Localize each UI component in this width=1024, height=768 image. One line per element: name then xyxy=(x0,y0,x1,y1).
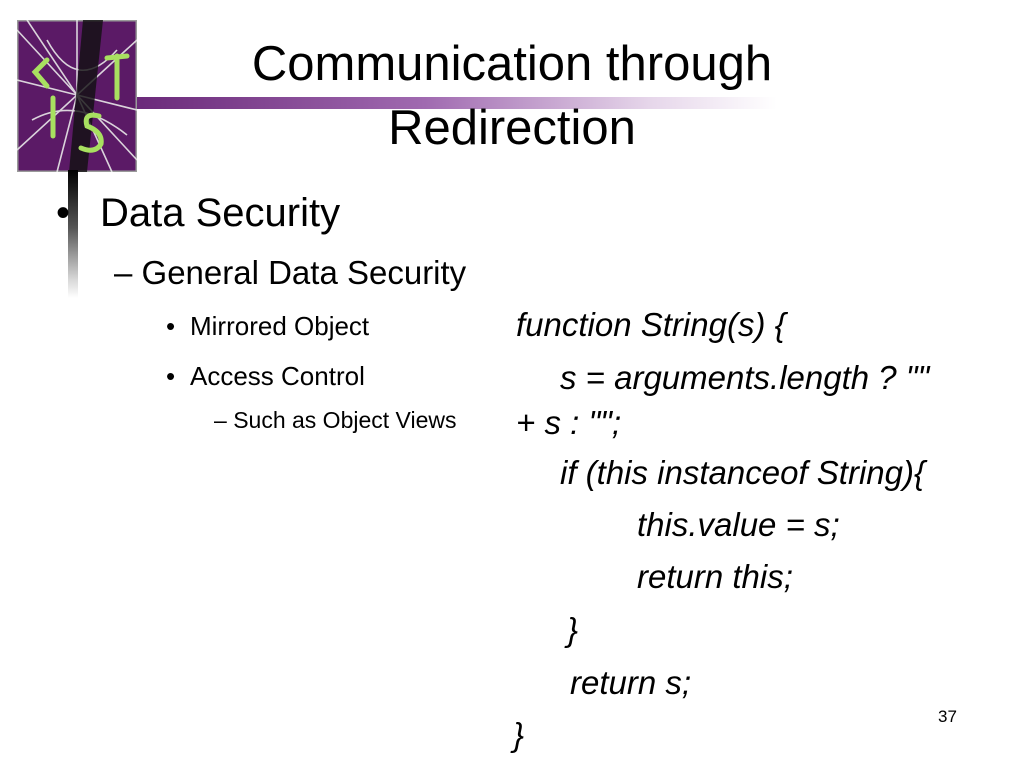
bullet-dot: • xyxy=(166,311,176,341)
bullet-dot: • xyxy=(166,361,176,391)
bullet-data-security: Data Security xyxy=(100,191,341,235)
code-line: + s : ""; xyxy=(516,404,622,441)
left-accent-bar xyxy=(68,170,78,298)
bullet-level2: – General Data Security xyxy=(114,253,466,293)
code-line: if (this instanceof String){ xyxy=(560,454,925,491)
code-line: } xyxy=(513,716,525,753)
dash-marker: – xyxy=(114,254,133,291)
bullet-mirrored-object: Mirrored Object xyxy=(190,311,370,341)
code-line: } xyxy=(567,611,579,648)
code-line: return s; xyxy=(570,664,692,701)
bullet-level1: • Data Security xyxy=(56,189,340,237)
dash-marker: – xyxy=(214,407,227,433)
code-line: this.value = s; xyxy=(637,506,840,543)
code-line: return this; xyxy=(637,558,793,595)
bullet-level3: • Access Control xyxy=(166,360,365,392)
bullet-general-data-security: General Data Security xyxy=(141,254,467,291)
bullet-object-views: Such as Object Views xyxy=(233,407,457,433)
bullet-access-control: Access Control xyxy=(190,361,365,391)
ctis-logo xyxy=(15,18,139,174)
bullet-level3: • Mirrored Object xyxy=(166,310,369,342)
bullet-dot: • xyxy=(56,191,71,235)
code-line: function String(s) { xyxy=(516,306,786,343)
title-accent-bar xyxy=(137,97,777,109)
page-number: 37 xyxy=(938,707,957,726)
slide-title: Communication through Redirection xyxy=(251,37,773,155)
bullet-level4: – Such as Object Views xyxy=(214,406,456,434)
code-line: s = arguments.length ? "" xyxy=(560,359,930,396)
